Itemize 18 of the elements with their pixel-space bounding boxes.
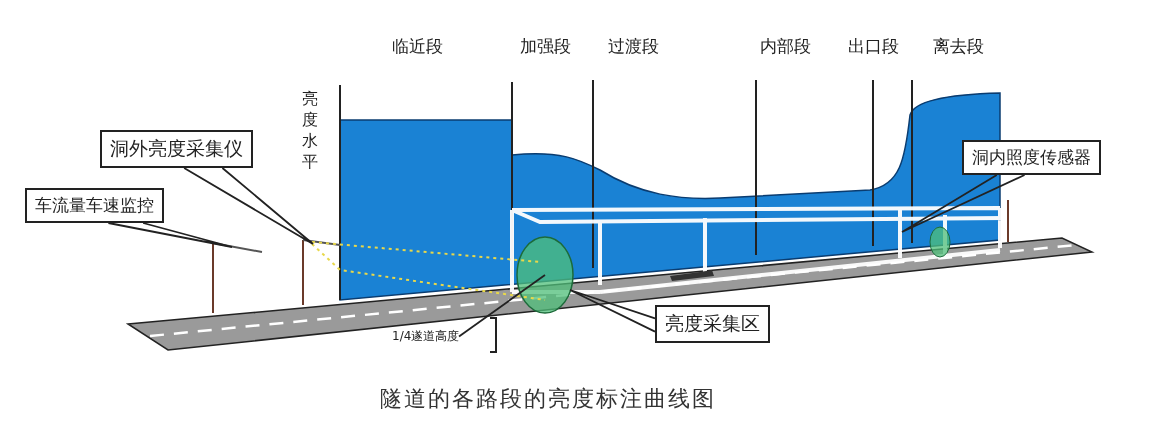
dimension-label: 1/4遂道高度 [392,328,460,345]
callout-label: 车流量车速监控 [25,188,164,223]
axis-label: 亮度水平 [302,88,319,172]
leader-line [458,274,546,338]
leader-line [183,167,314,245]
leader-line [569,289,656,333]
section-label: 内部段 [760,35,811,58]
callout-label: 洞外亮度采集仪 [100,130,253,168]
section-label: 加强段 [520,35,571,58]
section-label: 过渡段 [608,35,659,58]
callout-label: 洞内照度传感器 [962,140,1101,175]
section-label: 出口段 [848,35,899,58]
leader-line [107,222,233,248]
section-label: 离去段 [933,35,984,58]
caption: 隧道的各路段的亮度标注曲线图 [380,385,716,413]
callout-label: 亮度采集区 [655,305,770,343]
leader-line [901,174,1026,233]
section-label: 临近段 [392,35,443,58]
